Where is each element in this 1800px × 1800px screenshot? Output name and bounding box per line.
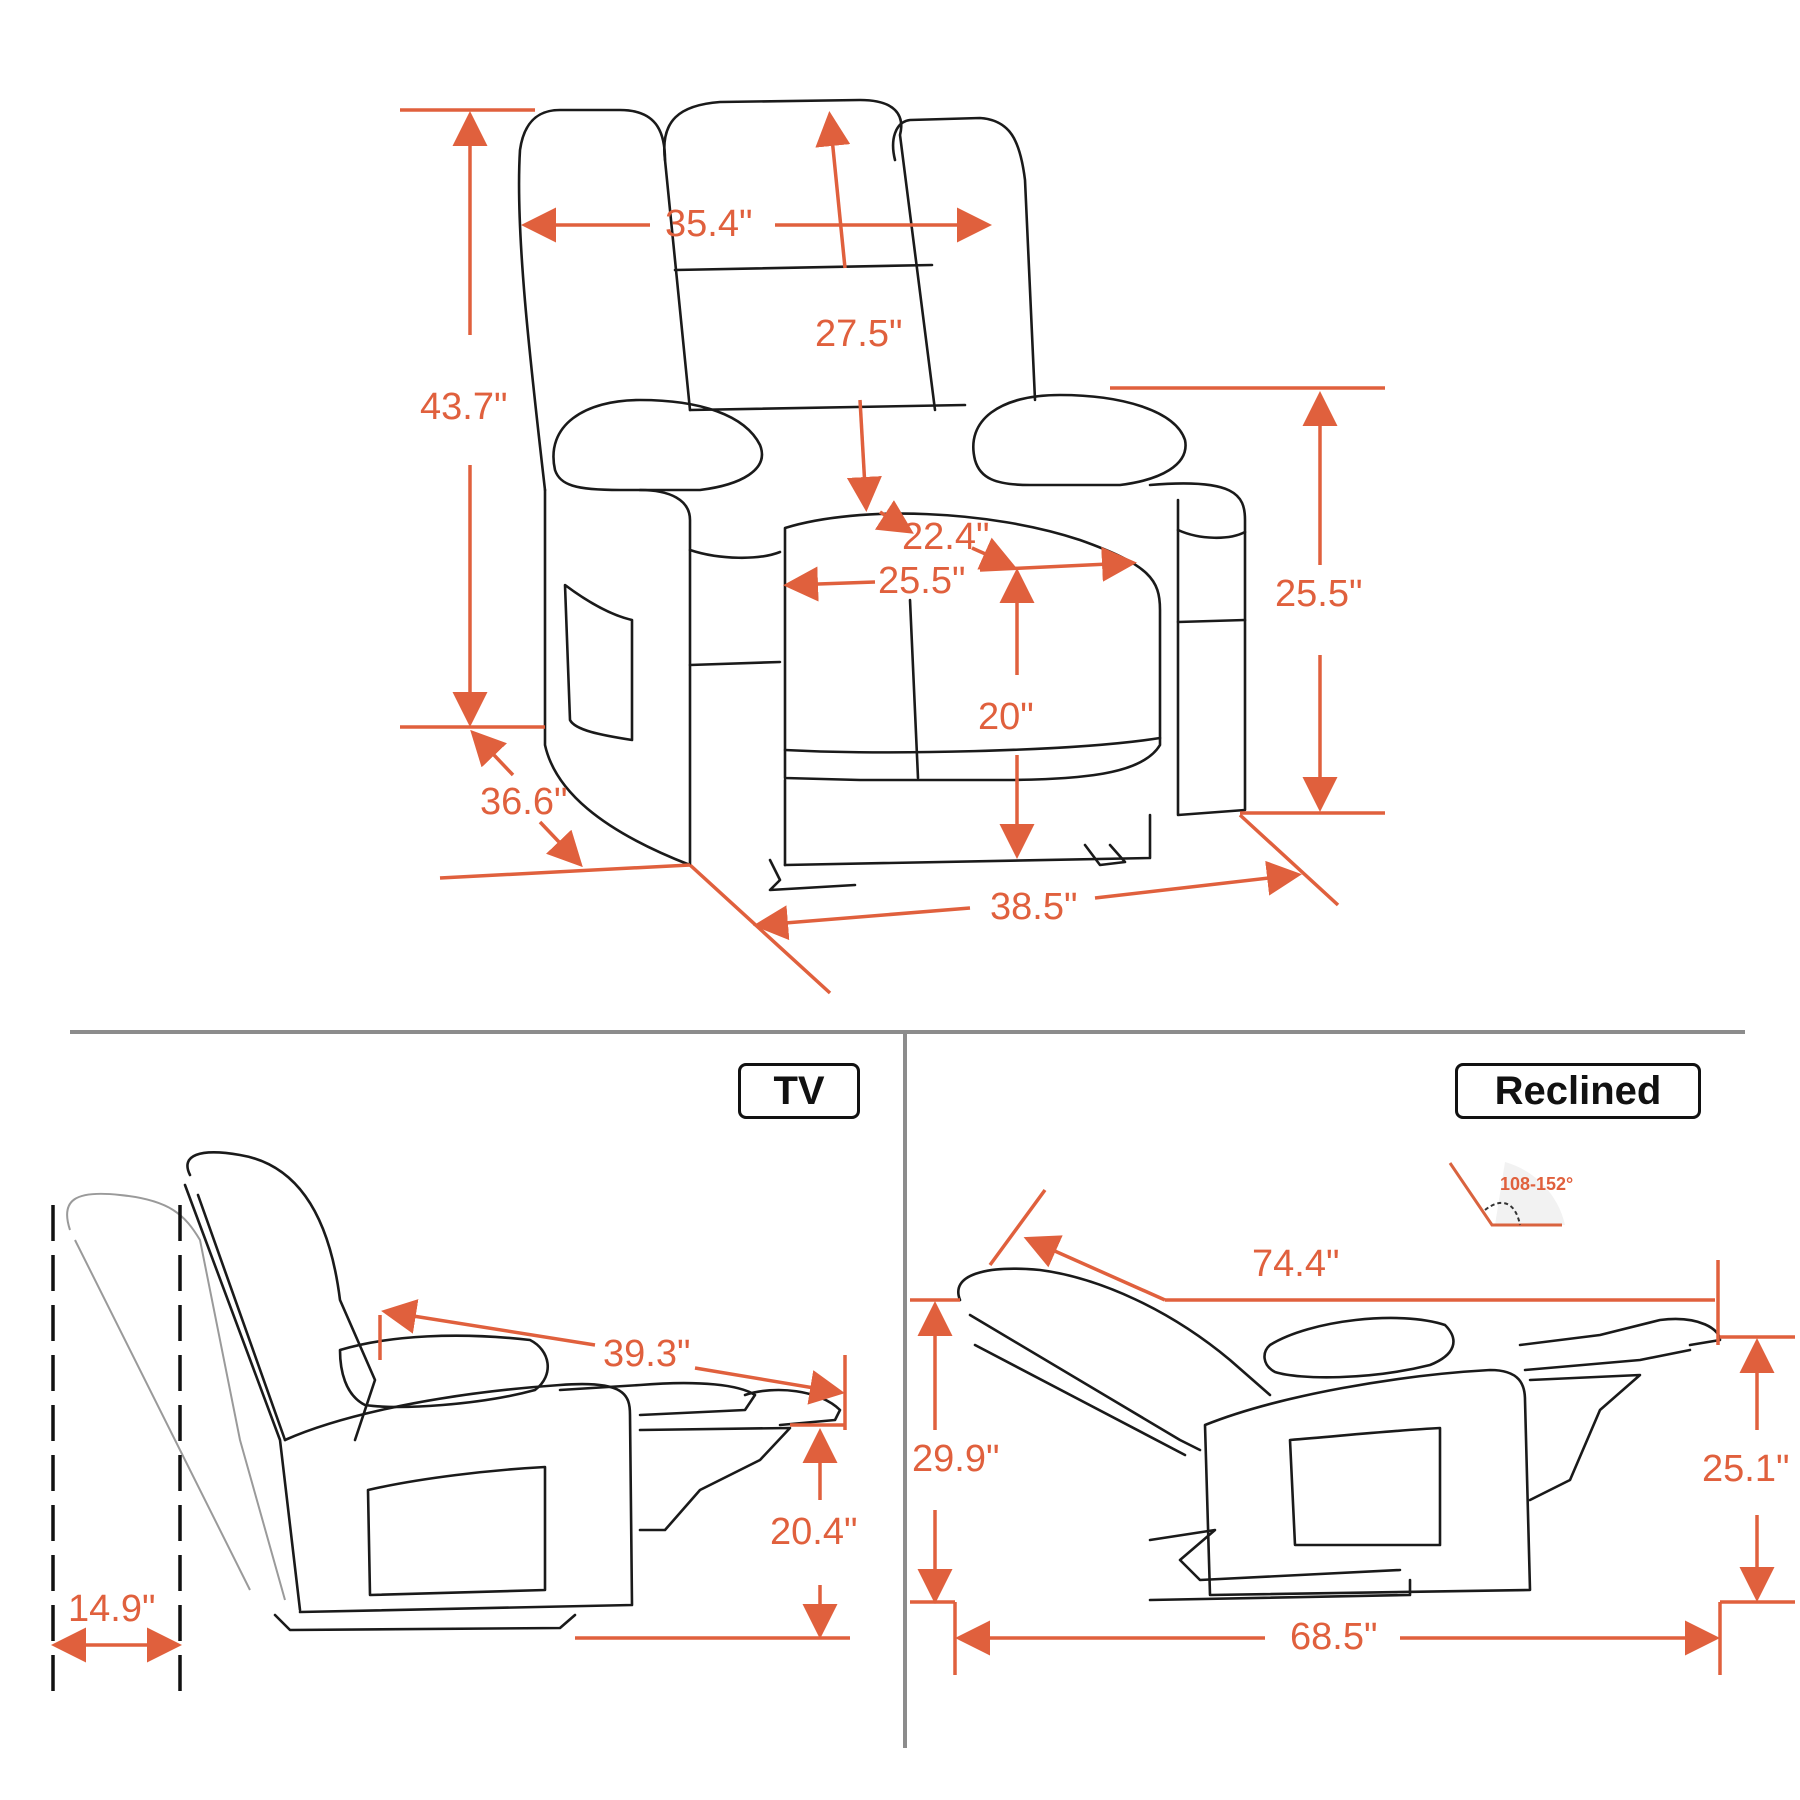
front-chair-outline [517,98,1247,892]
recline-angle-icon [1448,1162,1565,1227]
recline-angle-label: 108-152° [1500,1174,1574,1194]
tv-badge: TV [738,1063,860,1119]
seat-height-label: 20" [978,696,1034,738]
arm-height-label: 25.5" [1275,573,1363,615]
seat-depth-label: 22.4" [902,516,990,558]
reclined-dimension-lines [910,1188,1795,1675]
front-dimension-lines [400,108,1385,995]
overall-width-label: 35.4" [665,203,753,245]
tv-chair-ghost [66,1192,286,1601]
backrest-height-label: 27.5" [815,313,903,355]
wall-clearance-label: 14.9" [68,1588,156,1630]
depth-label: 36.6" [480,781,568,823]
tv-length-label: 39.3" [603,1333,691,1375]
tv-chair-outline [183,1151,842,1632]
reclined-diagonal-label: 74.4" [1252,1243,1340,1285]
reclined-height-label: 29.9" [912,1438,1000,1480]
tv-dimension-lines [51,1299,850,1663]
reclined-footrest-height-label: 25.1" [1702,1448,1790,1490]
reclined-floor-length-label: 68.5" [1290,1616,1378,1658]
seat-width-label: 25.5" [878,560,966,602]
tv-footrest-height-label: 20.4" [770,1511,858,1553]
reclined-chair-outline [957,1267,1722,1602]
reclined-badge: Reclined [1455,1063,1701,1119]
base-width-label: 38.5" [990,886,1078,928]
overall-height-label: 43.7" [420,386,508,428]
